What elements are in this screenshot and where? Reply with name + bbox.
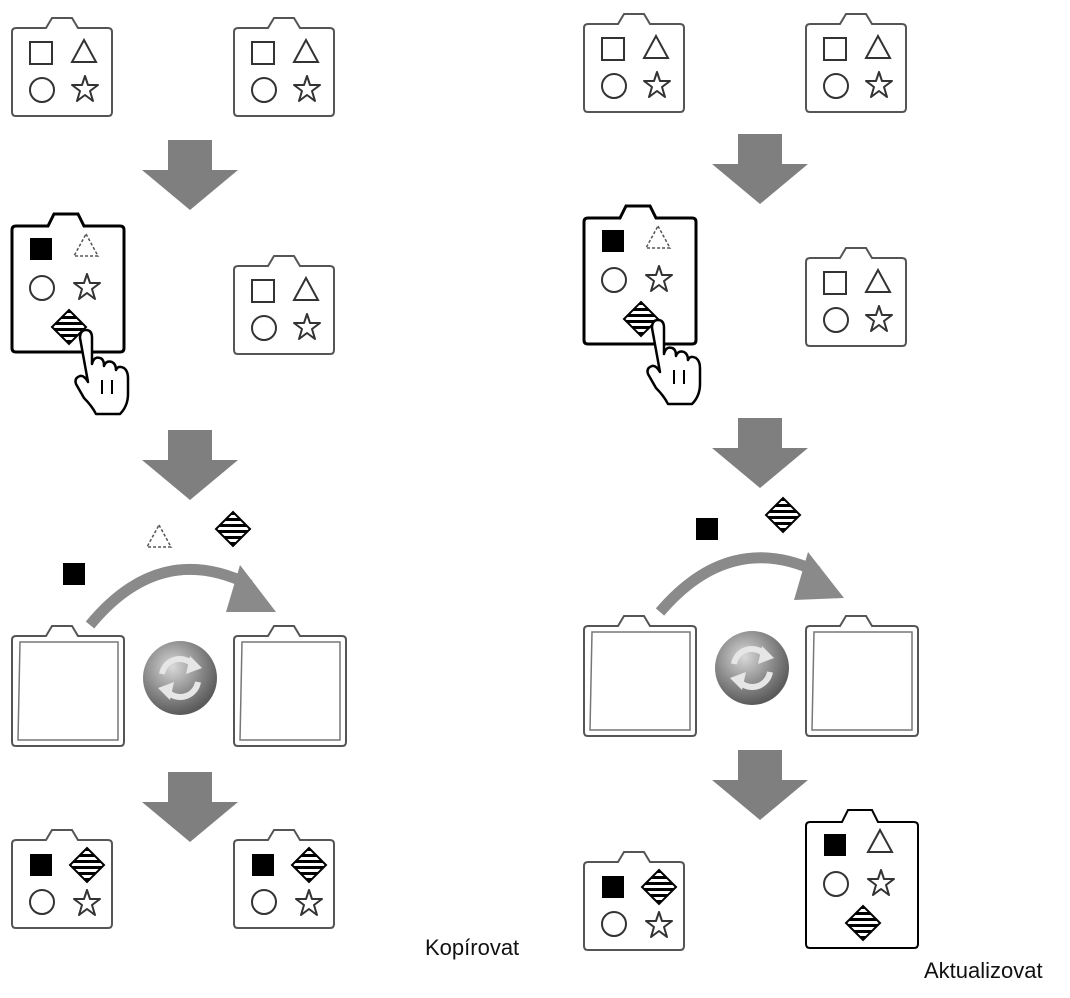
update-diamond-floating [765, 497, 801, 533]
update-folder-a-result [583, 851, 685, 951]
update-label: Aktualizovat [924, 958, 1043, 983]
folder-a-edited [10, 212, 126, 354]
update-down-arrow-3 [712, 750, 808, 820]
square-floating [63, 563, 85, 585]
update-folder-a-edited [582, 204, 698, 346]
update-square-floating [696, 518, 718, 540]
down-arrow-3 [142, 772, 238, 842]
update-down-arrow-1 [712, 134, 808, 204]
folder-b-result [233, 829, 335, 929]
folder-a-result [11, 829, 113, 929]
update-folder-b-result [805, 809, 919, 949]
update-folder-b-unchanged [805, 247, 907, 347]
down-arrow-2 [142, 430, 238, 500]
folder-b-empty [233, 625, 347, 747]
update-curved-arrow-icon [655, 552, 821, 616]
update-folder-b-initial [805, 13, 907, 113]
update-folder-a-empty [583, 615, 697, 737]
diamond-floating [215, 511, 251, 547]
folder-a-initial [11, 17, 113, 117]
folder-b-initial [233, 17, 335, 117]
update-folder-a-initial [583, 13, 685, 113]
update-down-arrow-2 [712, 418, 808, 488]
folder-a-empty [11, 625, 125, 747]
folder-b-unchanged [233, 255, 335, 355]
update-folder-b-empty [805, 615, 919, 737]
triangle-dashed-floating [146, 524, 172, 548]
curved-arrow-icon [85, 563, 253, 629]
sync-icon-update [715, 631, 789, 705]
copy-label: Kopírovat [425, 935, 520, 960]
sync-icon-copy [143, 641, 217, 715]
down-arrow-1 [142, 140, 238, 210]
